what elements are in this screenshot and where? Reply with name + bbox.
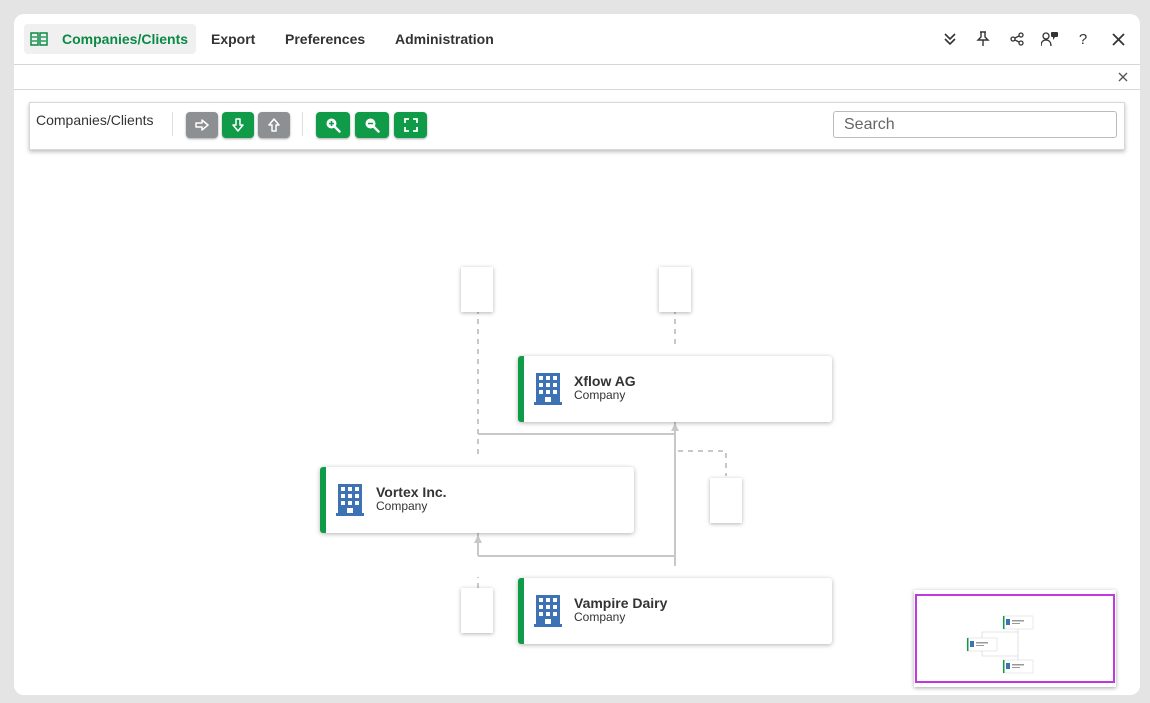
panel-header [14, 66, 1140, 90]
users-chat-icon[interactable] [1039, 28, 1061, 50]
panel-close-icon[interactable] [1116, 70, 1130, 84]
fit-screen-icon [403, 118, 418, 132]
node-type: Company [574, 610, 626, 624]
graph-canvas[interactable]: Companies/Clients [14, 91, 1140, 695]
collapsed-node-placeholder[interactable] [461, 588, 493, 633]
building-icon [534, 595, 562, 627]
node-type: Company [376, 499, 428, 513]
menu-bar: Companies/Clients Export Preferences Adm… [14, 14, 1140, 65]
toolbar-divider [172, 112, 173, 136]
zoom-out-button[interactable] [355, 112, 389, 138]
company-node[interactable]: Vampire Dairy Company [518, 578, 832, 644]
toolbar-title: Companies/Clients [36, 112, 154, 128]
collapse-icon[interactable] [939, 28, 961, 50]
zoom-out-icon [365, 118, 380, 133]
building-icon [534, 373, 562, 405]
minimap-viewport[interactable] [915, 594, 1115, 683]
graph-toolbar: Companies/Clients [29, 102, 1125, 150]
pin-icon[interactable] [972, 28, 994, 50]
close-icon[interactable] [1107, 28, 1129, 50]
zoom-in-button[interactable] [316, 112, 350, 138]
node-name: Vortex Inc. [376, 484, 447, 500]
search-input[interactable] [833, 111, 1117, 138]
menu-preferences[interactable]: Preferences [285, 31, 366, 47]
arrow-right-button[interactable] [186, 112, 218, 138]
arrow-up-button[interactable] [258, 112, 290, 138]
tab-companies-clients[interactable]: Companies/Clients [24, 24, 197, 54]
collapsed-node-placeholder[interactable] [461, 267, 493, 312]
zoom-in-icon [326, 118, 341, 133]
arrow-right-icon [195, 119, 209, 131]
arrow-down-icon [232, 118, 244, 132]
node-name: Vampire Dairy [574, 595, 668, 611]
collapsed-node-placeholder[interactable] [659, 267, 691, 312]
menu-administration[interactable]: Administration [395, 31, 494, 47]
share-icon[interactable] [1006, 28, 1028, 50]
toolbar-divider [302, 112, 303, 136]
help-icon[interactable]: ? [1078, 30, 1088, 48]
fit-screen-button[interactable] [394, 112, 427, 138]
arrow-up-icon [268, 118, 280, 132]
tab-companies-clients-label: Companies/Clients [62, 31, 189, 47]
collapsed-node-placeholder[interactable] [710, 478, 742, 523]
building-icon [336, 484, 364, 516]
company-node[interactable]: Vortex Inc. Company [320, 467, 634, 533]
arrow-down-button[interactable] [222, 112, 254, 138]
app-window: Companies/Clients Export Preferences Adm… [14, 14, 1140, 695]
menu-export[interactable]: Export [211, 31, 256, 47]
node-name: Xflow AG [574, 373, 636, 389]
spreadsheet-icon [30, 32, 48, 46]
company-node[interactable]: Xflow AG Company [518, 356, 832, 422]
minimap[interactable] [914, 590, 1116, 687]
node-type: Company [574, 388, 626, 402]
minimap-graph [966, 615, 1034, 674]
